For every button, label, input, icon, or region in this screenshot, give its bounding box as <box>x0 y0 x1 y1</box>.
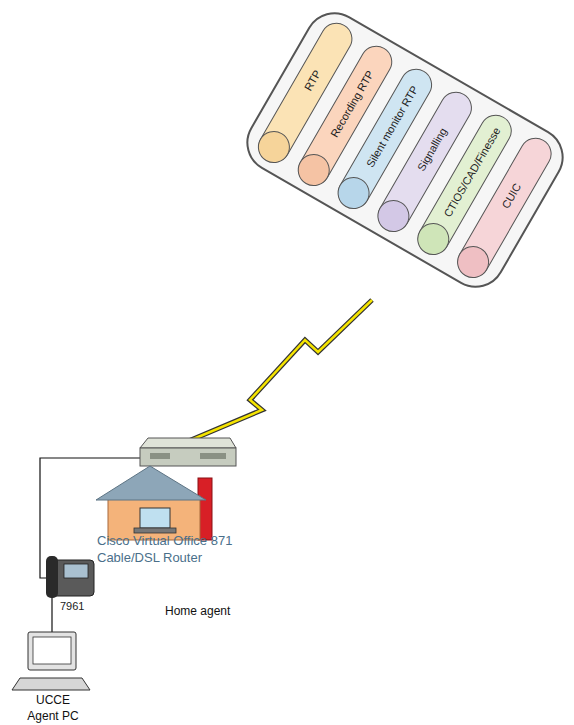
house-roof <box>96 466 206 500</box>
tube-end <box>332 171 376 215</box>
pc-wire <box>51 598 52 632</box>
site-label: Home agent <box>165 604 265 620</box>
phone-screen <box>64 564 88 578</box>
pc-monitor <box>28 632 76 670</box>
router-detail <box>200 453 226 459</box>
pc-keyboard <box>12 678 90 690</box>
home-desk <box>134 528 176 533</box>
router-body <box>140 448 236 466</box>
stream-name: Signalling <box>415 126 449 173</box>
router-top <box>140 438 236 448</box>
wan-link <box>172 300 372 448</box>
tube-end <box>292 148 336 192</box>
wan-link-outline <box>172 300 372 448</box>
tube-end <box>371 194 415 238</box>
stream-name: RTP <box>302 68 323 93</box>
tube-end <box>411 217 455 261</box>
router-detail <box>150 453 170 459</box>
phone-model: 7961 <box>60 599 100 613</box>
tube-end <box>252 125 296 169</box>
pc-screen <box>33 637 71 664</box>
tube-end <box>451 240 495 284</box>
router-label: Cisco Virtual Office 871 Cable/DSL Route… <box>97 533 262 567</box>
home-monitor <box>140 508 170 528</box>
stream-name: CUIC <box>500 181 524 210</box>
pc-label: UCCE Agent PC <box>22 693 84 724</box>
phone-handset <box>46 556 58 598</box>
cable-bundle: RTPRecording RTPSilent monitor RTPSignal… <box>235 1 574 298</box>
stream-name: Recording RTP <box>328 68 376 139</box>
